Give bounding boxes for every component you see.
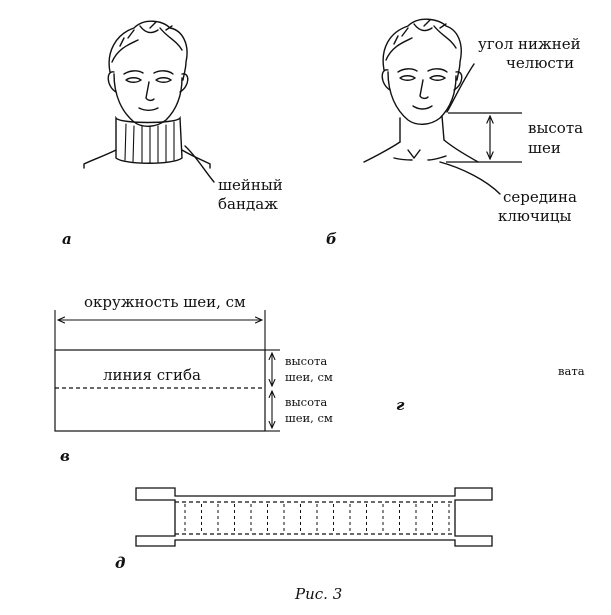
bandage-stitches [184,504,450,532]
panel-letter-a: а [62,230,72,248]
clavicle-label-line2: ключицы [498,207,572,225]
clavicle-label-line1: середина [503,188,577,206]
circumference-label: окружность шеи, см [84,293,246,311]
panel-letter-d: д [115,554,126,572]
circumference-dimension [54,310,266,350]
height-dimensions [265,349,280,432]
height-label-2-line2: шеи, см [285,411,333,425]
height-label-1-line2: шеи, см [285,370,333,384]
bandage-label-line2: бандаж [218,195,278,213]
neck-height-label-line2: шеи [528,139,561,157]
height-label-1-line1: высота [285,354,328,368]
cotton-label: вата [558,364,585,378]
jaw-angle-label-line1: угол нижней [478,35,581,53]
panel-letter-b: б [326,230,337,248]
pattern-rectangle [54,349,266,432]
height-label-2-line1: высота [285,395,328,409]
panel-letter-g: г [396,396,405,414]
neck-height-dimension [446,112,522,163]
head-a-illustration [83,20,215,183]
figure-caption: Рис. 3 [295,585,343,603]
neck-height-label-line1: высота [528,119,584,137]
bandage-label-line1: шейный [218,176,283,194]
jaw-angle-label-line2: челюсти [506,54,575,72]
fold-line-label: линия сгиба [103,366,201,384]
bandage-section [135,487,493,547]
head-b-illustration [363,18,501,195]
panel-letter-v: в [60,447,70,465]
